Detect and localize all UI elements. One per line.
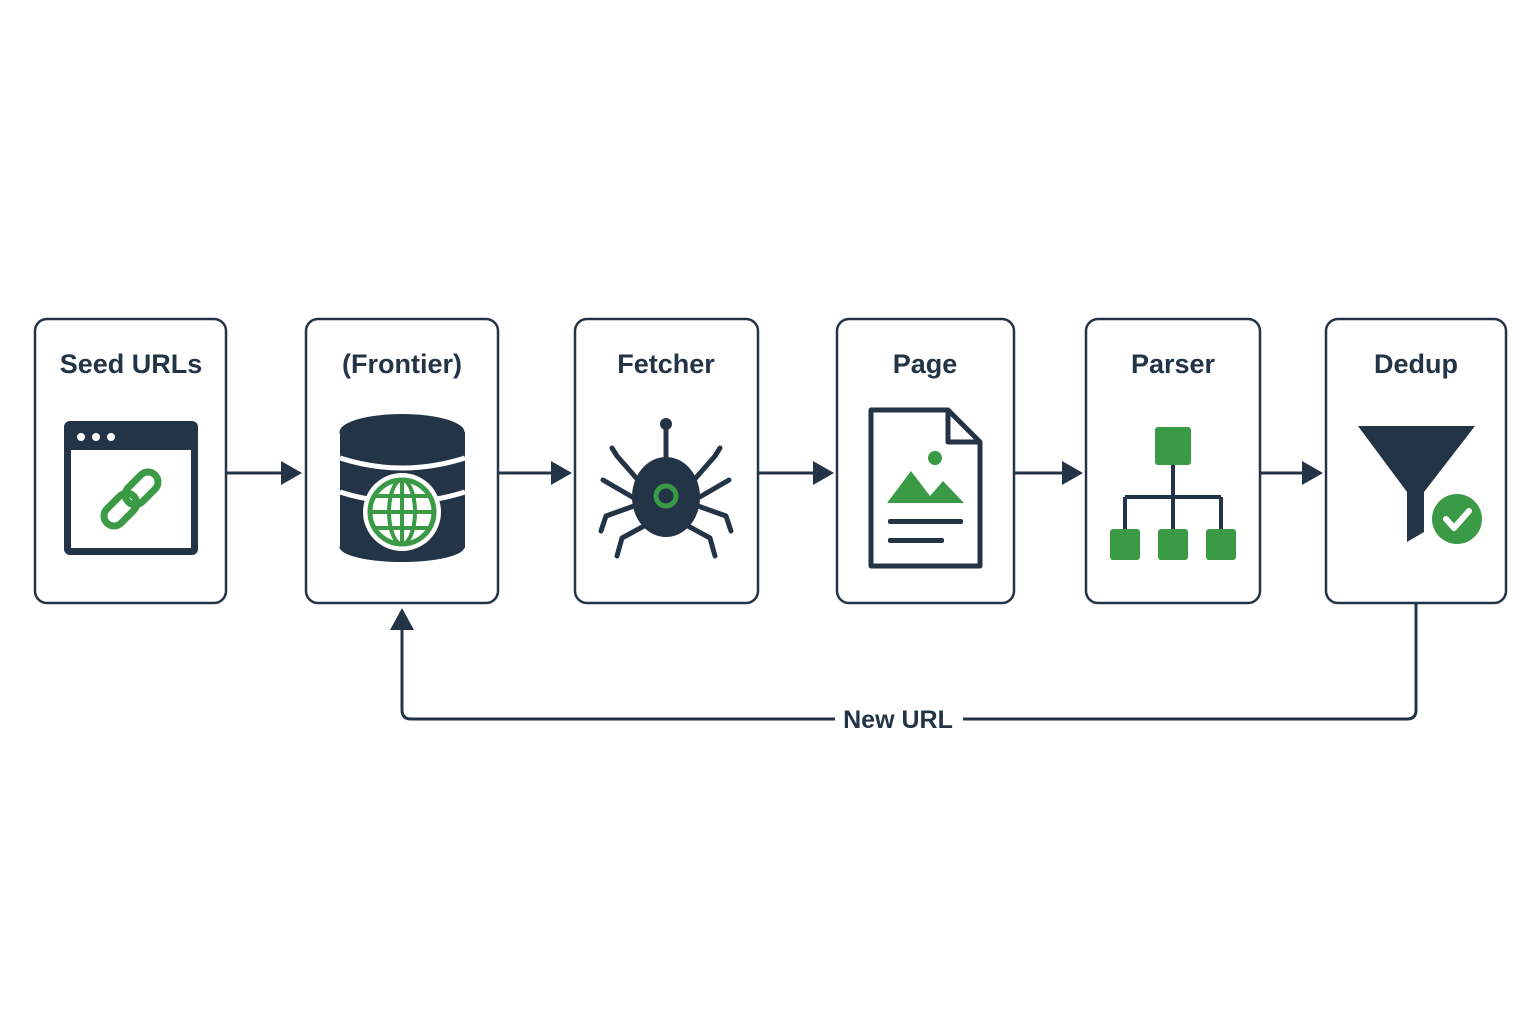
tree-hierarchy-icon — [1110, 427, 1236, 560]
node-label: Fetcher — [617, 349, 715, 379]
funnel-check-icon — [1358, 426, 1486, 548]
node-parser: Parser — [1084, 317, 1262, 605]
edge-seed-to-frontier — [226, 461, 302, 485]
database-globe-icon — [339, 414, 466, 562]
edge-label-new-url: New URL — [843, 706, 953, 734]
node-frontier: (Frontier) — [304, 317, 500, 605]
node-page: Page — [835, 317, 1016, 605]
browser-link-icon — [64, 421, 198, 555]
edge-fetcher-to-page — [758, 461, 834, 485]
spider-icon — [598, 418, 734, 559]
node-label: Seed URLs — [60, 349, 203, 379]
edge-page-to-parser — [1014, 461, 1083, 485]
node-label: Dedup — [1374, 349, 1458, 379]
edge-dedup-to-frontier: New URL — [390, 603, 1418, 734]
node-label: Parser — [1131, 349, 1216, 379]
node-label: Page — [893, 349, 958, 379]
node-seed-urls: Seed URLs — [33, 317, 228, 605]
node-fetcher: Fetcher — [573, 317, 760, 605]
node-label: (Frontier) — [342, 349, 462, 379]
edge-frontier-to-fetcher — [498, 461, 572, 485]
edge-parser-to-dedup — [1260, 461, 1323, 485]
node-dedup: Dedup — [1324, 317, 1508, 605]
document-image-icon — [868, 407, 983, 569]
